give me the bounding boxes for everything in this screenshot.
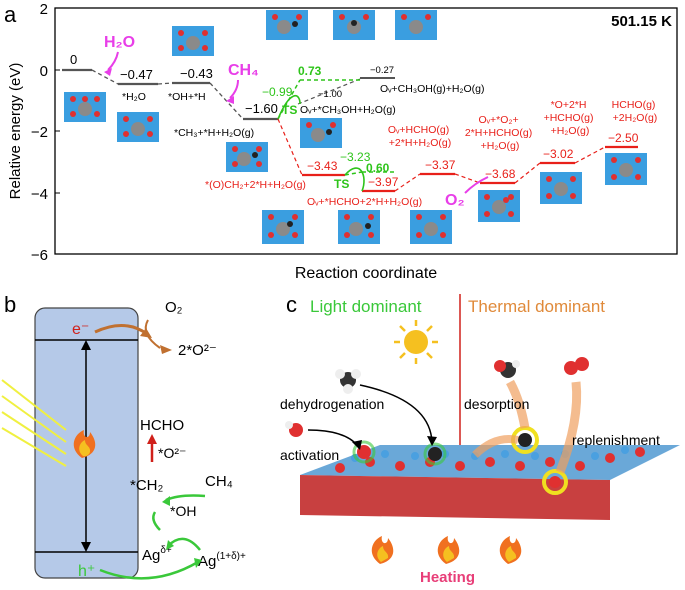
energy-diagram: 2 0 −2 −4 −6 Relative energy (eV) Reacti… <box>7 1 678 282</box>
red-level-343: −3.43 <box>307 159 338 173</box>
red-label-hcho-ads: Oᵥ+*HCHO+2*H+H₂O(g) <box>307 196 422 208</box>
ag-delta-label: Agδ+ <box>142 545 172 564</box>
mechanism-scene: Light dominant Thermal dominant <box>280 294 680 586</box>
x-axis-label: Reaction coordinate <box>295 265 437 282</box>
ch4-molecule <box>335 369 361 394</box>
red-level-302: −3.02 <box>543 147 574 161</box>
state-oh-h: *OH+*H <box>168 91 206 103</box>
level-043: −0.43 <box>180 66 213 81</box>
red-label-hcho-g: Oᵥ+HCHO(g) +2*H+H₂O(g) <box>388 124 452 149</box>
sun-icon <box>394 320 438 364</box>
ts-top-099: −0.99 <box>262 85 293 99</box>
flame-icon <box>73 430 96 458</box>
o2-label: O₂ <box>165 299 183 316</box>
ytick-neg4: −4 <box>31 186 48 203</box>
heating-flame-icon <box>371 536 522 564</box>
y-axis-label: Relative energy (eV) <box>7 63 24 200</box>
panel-a-label: a <box>4 2 17 27</box>
upper-inter-label: Oᵥ+*CH₃OH+H₂O(g) <box>300 104 396 116</box>
ts-label-top: TS <box>282 103 297 117</box>
h2o-molecule <box>285 421 303 437</box>
level-160: −1.60 <box>245 101 278 116</box>
ts-bottom-323: −3.23 <box>340 150 371 164</box>
desorption-label: desorption <box>464 396 529 412</box>
thermal-dominant-label: Thermal dominant <box>468 297 605 316</box>
activation-label: activation <box>280 447 339 463</box>
ts-bottom-060: 0.60 <box>366 161 390 175</box>
red-label-o2: Oᵥ+*O₂+ 2*H+HCHO(g) +H₂O(g) <box>465 114 535 152</box>
light-dominant-label: Light dominant <box>310 297 422 316</box>
red-level-337: −3.37 <box>425 158 456 172</box>
upper-label: Oᵥ+CH₃OH(g)+H₂O(g) <box>380 83 485 95</box>
ts-top-100: −1.00 <box>318 89 342 100</box>
state-h2o: *H₂O <box>122 91 146 103</box>
ytick-0: 0 <box>40 63 48 80</box>
red-level-368: −3.68 <box>485 167 516 181</box>
level-0: 0 <box>70 52 77 67</box>
ch4-label: CH₄ <box>205 473 233 490</box>
hcho-label: HCHO <box>140 417 184 434</box>
ts-top-073: 0.73 <box>298 64 322 78</box>
species-h2o: H₂O <box>104 34 135 51</box>
ytick-neg6: −6 <box>31 247 48 264</box>
oh-label: *OH <box>170 503 196 519</box>
red-label-final: HCHO(g) +2H₂O(g) <box>612 99 659 124</box>
panel-c-label: c <box>286 292 297 317</box>
ag-1delta-label: Ag(1+δ)+ <box>198 551 246 570</box>
level-047: −0.47 <box>120 67 153 82</box>
state-ch3: *CH₃+*H+H₂O(g) <box>174 127 254 139</box>
panel-b-label: b <box>4 292 17 317</box>
ts-label-bottom: TS <box>334 177 349 191</box>
red-label-o: *O+2*H +HCHO(g) +H₂O(g) <box>544 99 597 137</box>
o2-2minus-label: 2*O²⁻ <box>178 342 217 359</box>
hole-label: h⁺ <box>78 563 95 580</box>
o2-molecule <box>564 357 589 375</box>
ytick-neg2: −2 <box>31 124 48 141</box>
band-diagram: e⁻ h⁺ O₂ 2*O²⁻ HCHO *O²⁻ *CH₂ CH₄ *OH Ag… <box>1 299 246 580</box>
red-level-250: −2.50 <box>608 131 639 145</box>
upper-value: −0.27 <box>370 65 394 76</box>
ch2-label: *CH₂ <box>130 477 164 494</box>
red-label-och2: *(O)CH₂+2*H+H₂O(g) <box>205 179 306 191</box>
red-level-397: −3.97 <box>368 175 399 189</box>
temperature-label: 501.15 K <box>611 13 672 30</box>
species-o2: O₂ <box>445 192 465 209</box>
ytick-2: 2 <box>40 1 48 18</box>
dehydrogenation-label: dehydrogenation <box>280 396 384 412</box>
hcho-molecule <box>494 360 520 378</box>
species-ch4: CH₄ <box>228 62 259 79</box>
heating-label: Heating <box>420 569 475 586</box>
structure-images <box>64 10 647 244</box>
o2minus-label: *O²⁻ <box>158 445 186 461</box>
replenishment-label: replenishment <box>572 432 660 448</box>
electron-label: e⁻ <box>72 321 89 338</box>
